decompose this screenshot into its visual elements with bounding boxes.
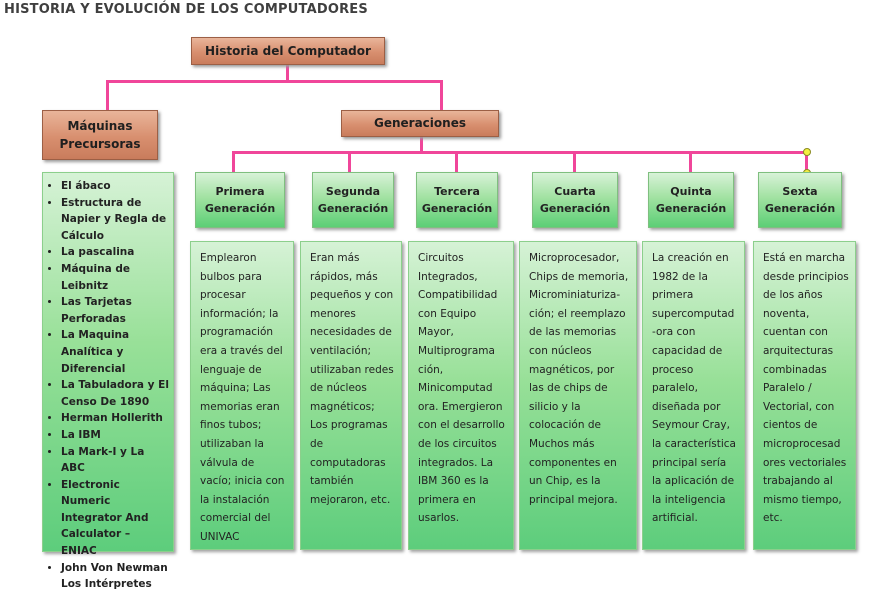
gen-4-body: Microprocesador, Chips de memoria, Micro… [519,241,637,550]
gen-5-text: La creación en 1982 de la primera superc… [652,252,736,525]
gen-5-body: La creación en 1982 de la primera superc… [642,241,745,550]
list-item: La pascalina [61,244,169,261]
connector-node [803,148,811,156]
list-item: Máquina de Leibnitz [61,261,169,294]
gen-1-title: Primera Generación [204,185,276,215]
list-item: La Tabuladora y El Censo De 1890 [61,377,169,410]
list-item: John Von Newman Los Intérpretes [61,560,169,593]
gen-1-body: Emplearon bulbos para procesar informaci… [190,241,294,550]
gen-2-header: Segunda Generación [312,172,394,228]
list-item: Estructura de Napier y Regla de Cálculo [61,195,169,245]
gen-1-text: Emplearon bulbos para procesar informaci… [200,252,285,543]
connector [689,151,692,173]
list-item: Herman Hollerith [61,410,169,427]
gen-1-header: Primera Generación [195,172,285,228]
gen-4-text: Microprocesador, Chips de memoria, Micro… [529,252,629,506]
connector [232,151,235,173]
precursoras-label: Máquinas Precursoras [59,119,141,151]
gen-4-header: Cuarta Generación [532,172,618,228]
connector [286,64,289,82]
connector [106,80,109,112]
gen-3-text: Circuitos Integrados, Compatibilidad con… [418,252,505,525]
gen-6-text: Está en marcha desde principios de los a… [763,252,849,525]
gen-5-title: Quinta Generación [655,185,727,215]
precursoras-list: El ábaco Estructura de Napier y Regla de… [42,172,174,590]
list-item: Electronic Numeric Integrator And Calcul… [61,477,169,560]
generaciones-node: Generaciones [341,110,499,137]
list-item: Las Tarjetas Perforadas [61,294,169,327]
gen-3-header: Tercera Generación [416,172,498,228]
connector [805,151,808,173]
gen-6-title: Sexta Generación [764,185,836,215]
list-item: El ábaco [61,178,169,195]
connector [573,151,576,173]
gen-4-title: Cuarta Generación [539,185,611,215]
root-label: Historia del Computador [205,44,371,58]
gen-2-body: Eran más rápidos, más pequeños y con men… [300,241,402,550]
connector [440,80,443,112]
page-title: HISTORIA Y EVOLUCIÓN DE LOS COMPUTADORES [4,2,368,17]
precursoras-node: Máquinas Precursoras [42,110,158,160]
list-item: La IBM [61,427,169,444]
gen-5-header: Quinta Generación [648,172,734,228]
gen-6-body: Está en marcha desde principios de los a… [753,241,856,550]
gen-2-title: Segunda Generación [317,185,389,215]
connector [232,151,809,154]
root-node: Historia del Computador [191,37,385,65]
list-item: La Mark-I y La ABC [61,444,169,477]
gen-3-title: Tercera Generación [421,185,493,215]
connector [455,151,458,173]
gen-6-header: Sexta Generación [758,172,842,228]
connector [420,136,423,153]
gen-3-body: Circuitos Integrados, Compatibilidad con… [408,241,514,550]
connector [348,151,351,173]
generaciones-label: Generaciones [374,116,466,130]
list-item: La Maquina Analítica y Diferencial [61,327,169,377]
connector [106,80,443,83]
gen-2-text: Eran más rápidos, más pequeños y con men… [310,252,394,506]
